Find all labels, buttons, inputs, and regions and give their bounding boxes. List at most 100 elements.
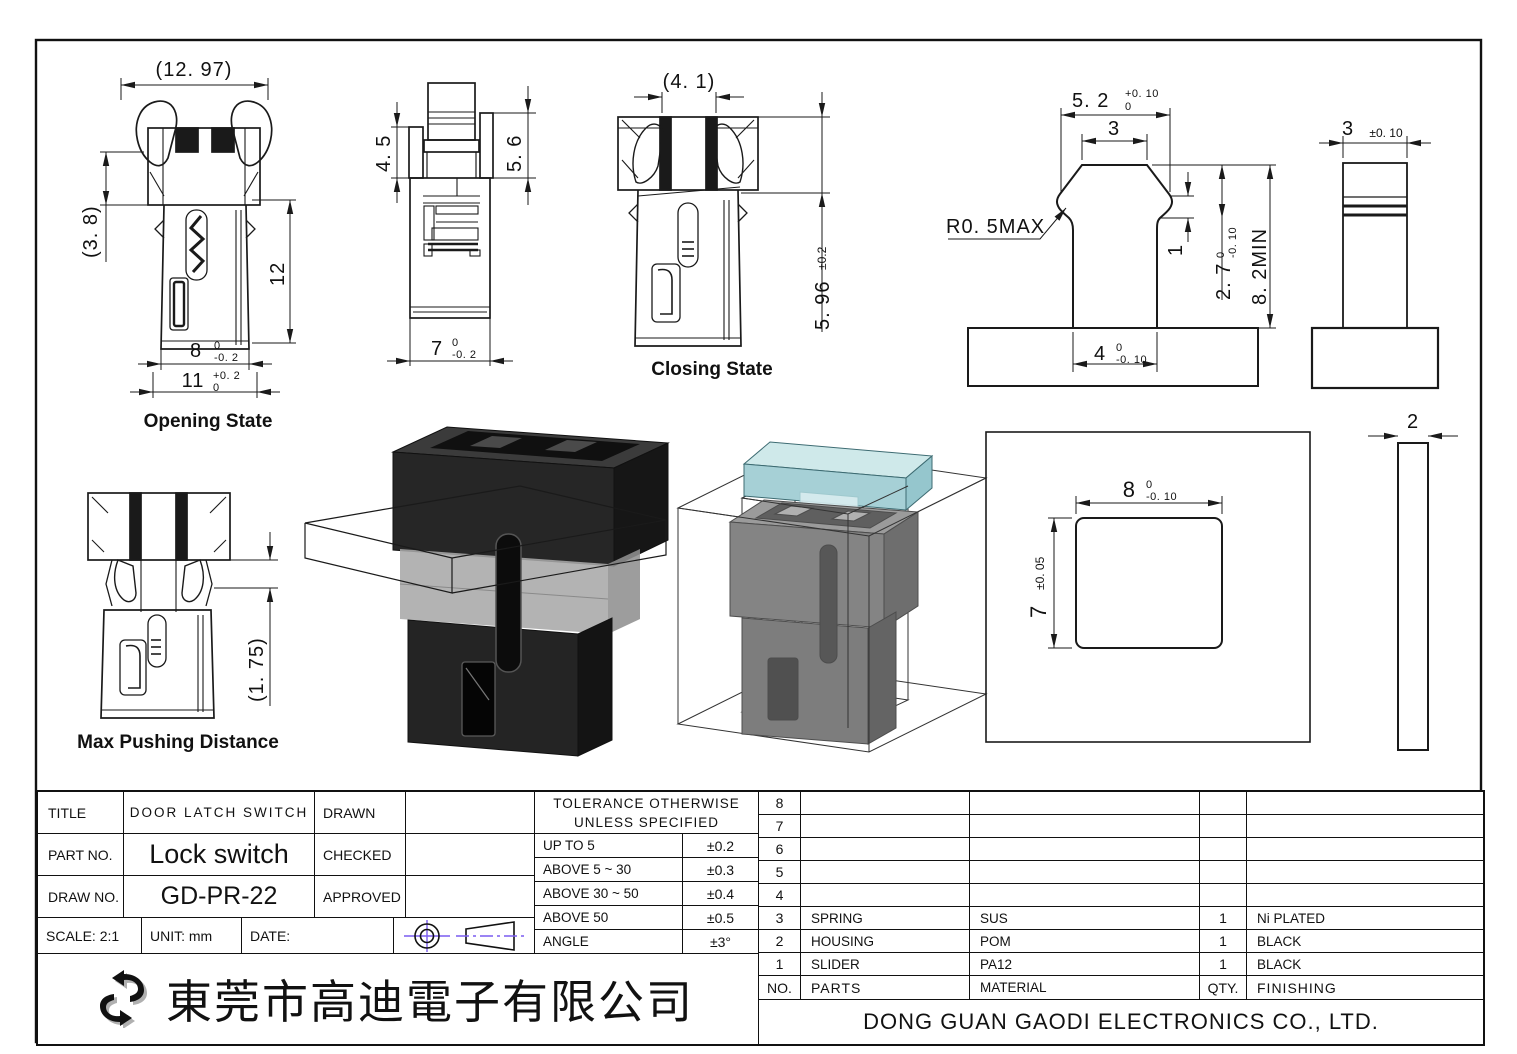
tolerance-header-line2: UNLESS SPECIFIED: [573, 814, 720, 830]
parts-row-parts: SLIDER: [801, 953, 970, 976]
view-bar-side: 2: [1368, 411, 1458, 751]
dim-11-tol-bot: 0: [213, 382, 220, 394]
dim-12: 12: [267, 262, 289, 286]
dim-5-2-tol-top: +0. 10: [1125, 88, 1159, 100]
parts-row-finishing: [1247, 815, 1483, 838]
checked-value-cell[interactable]: [406, 834, 535, 876]
company-name-cn-cell: 東莞市高迪電子有限公司: [38, 954, 759, 1044]
parts-row-no: 4: [759, 884, 801, 907]
company-logo: [100, 970, 147, 1028]
dim-7-tol-top: 0: [452, 337, 459, 349]
cutout-hole: [1075, 517, 1223, 649]
date-cell[interactable]: DATE:: [242, 918, 394, 954]
dim-4: 4: [1094, 343, 1106, 365]
view-side: 4. 5 5. 6 7 0 -0. 2: [373, 82, 536, 366]
dim-4-tol-bot: -0. 10: [1116, 354, 1147, 366]
parts-row-material: PA12: [970, 953, 1200, 976]
radius-callout: R0. 5MAX: [946, 216, 1045, 238]
dim-4-tol-top: 0: [1116, 342, 1123, 354]
dim-5-2-tol-bot: 0: [1125, 101, 1132, 113]
view-max-pushing-distance: (1. 75) Max Pushing Distance: [77, 492, 279, 753]
third-angle-projection-icon: [404, 919, 526, 952]
parts-row-parts: SPRING: [801, 907, 970, 930]
tolerance-range: ABOVE 30 ~ 50: [535, 882, 683, 906]
tolerance-range: ANGLE: [535, 930, 683, 954]
parts-row-finishing: [1247, 884, 1483, 907]
dim-1: 1: [1165, 244, 1187, 256]
parts-row-parts: [801, 792, 970, 815]
parts-row-parts: [801, 884, 970, 907]
slider-head-profile: [1055, 164, 1174, 328]
draw-no-value-cell: GD-PR-22: [124, 876, 315, 918]
company-name-en-cell: DONG GUAN GAODI ELECTRONICS CO., LTD.: [759, 1000, 1483, 1044]
part-no-label-cell: PART NO.: [38, 834, 124, 876]
view-opening-state: (12. 97) (3. 8) 12 8 0 -0. 2 11 +0. 2 0 …: [80, 59, 296, 432]
parts-row-finishing: BLACK: [1247, 953, 1483, 976]
parts-row-material: [970, 792, 1200, 815]
dim-cutout-7-tol: ±0. 05: [1033, 556, 1047, 590]
label-closing-state: Closing State: [651, 359, 772, 380]
view-bar-front: 3 ±0. 10: [1310, 118, 1440, 390]
dim-bar-2: 2: [1407, 411, 1419, 433]
parts-row-material: [970, 861, 1200, 884]
parts-row-qty: 1: [1200, 930, 1247, 953]
tolerance-value: ±0.5: [683, 906, 759, 930]
company-name-cn: 東莞市高迪電子有限公司: [166, 976, 694, 1028]
tolerance-value: ±0.2: [683, 834, 759, 858]
drawn-value-cell[interactable]: [406, 792, 535, 834]
render-3d-switch-in-housing: [676, 441, 988, 753]
tolerance-range: UP TO 5: [535, 834, 683, 858]
checked-label-cell: CHECKED: [315, 834, 406, 876]
latch-wing-right: [230, 100, 273, 167]
parts-row-material: [970, 884, 1200, 907]
slider-base-plate: [967, 327, 1259, 387]
tolerance-value: ±0.3: [683, 858, 759, 882]
title-label-cell: TITLE: [38, 792, 124, 834]
draw-no-label-cell: DRAW NO.: [38, 876, 124, 918]
dim-cutout-8-tol-top: 0: [1146, 479, 1153, 491]
tolerance-range: ABOVE 50: [535, 906, 683, 930]
dim-3-top: 3: [1108, 118, 1120, 140]
dim-5-2: 5. 2: [1072, 90, 1109, 112]
parts-row-parts: [801, 815, 970, 838]
slider-block-cyan: [742, 441, 934, 512]
latch-window: [461, 661, 496, 737]
parts-row-qty: 1: [1200, 907, 1247, 930]
dim-11: 11: [182, 370, 205, 392]
dim-4-1: (4. 1): [663, 71, 716, 93]
approved-label-cell: APPROVED: [315, 876, 406, 918]
label-opening-state: Opening State: [144, 411, 273, 432]
parts-row-parts: [801, 838, 970, 861]
parts-row-finishing: Ni PLATED: [1247, 907, 1483, 930]
dim-5-96-tol: ±0.2: [815, 246, 829, 270]
part-no-value-cell: Lock switch: [124, 834, 315, 876]
dim-8: 8: [190, 340, 202, 362]
parts-row-finishing: [1247, 861, 1483, 884]
dim-bar-3-tol: ±0. 10: [1369, 126, 1403, 140]
dim-cutout-8-tol-bot: -0. 10: [1146, 491, 1177, 503]
parts-row-no: 7: [759, 815, 801, 838]
approved-value-cell[interactable]: [406, 876, 535, 918]
dim-5-96: 5. 96: [812, 281, 834, 330]
tolerance-value: ±3°: [683, 930, 759, 954]
dim-8-2-min: 8. 2MIN: [1249, 228, 1271, 305]
parts-row-qty: [1200, 838, 1247, 861]
tolerance-value: ±0.4: [683, 882, 759, 906]
parts-header-material: MATERIAL: [970, 976, 1200, 1000]
view-closing-state: (4. 1) 5. 96 ±0.2 Closing State: [617, 71, 834, 380]
dim-7-tol-bot: -0. 2: [452, 349, 477, 361]
parts-row-no: 3: [759, 907, 801, 930]
parts-row-qty: [1200, 861, 1247, 884]
dim-7: 7: [431, 338, 443, 360]
dim-4-5: 4. 5: [373, 135, 395, 172]
title-value-cell: DOOR LATCH SWITCH: [124, 792, 315, 834]
dim-8-tol-bot: -0. 2: [214, 352, 239, 364]
parts-row-qty: 1: [1200, 953, 1247, 976]
parts-row-no: 2: [759, 930, 801, 953]
parts-row-no: 6: [759, 838, 801, 861]
parts-row-parts: [801, 861, 970, 884]
parts-row-material: POM: [970, 930, 1200, 953]
dim-2-7-tol-bot: -0. 10: [1227, 227, 1239, 258]
parts-row-qty: [1200, 815, 1247, 838]
